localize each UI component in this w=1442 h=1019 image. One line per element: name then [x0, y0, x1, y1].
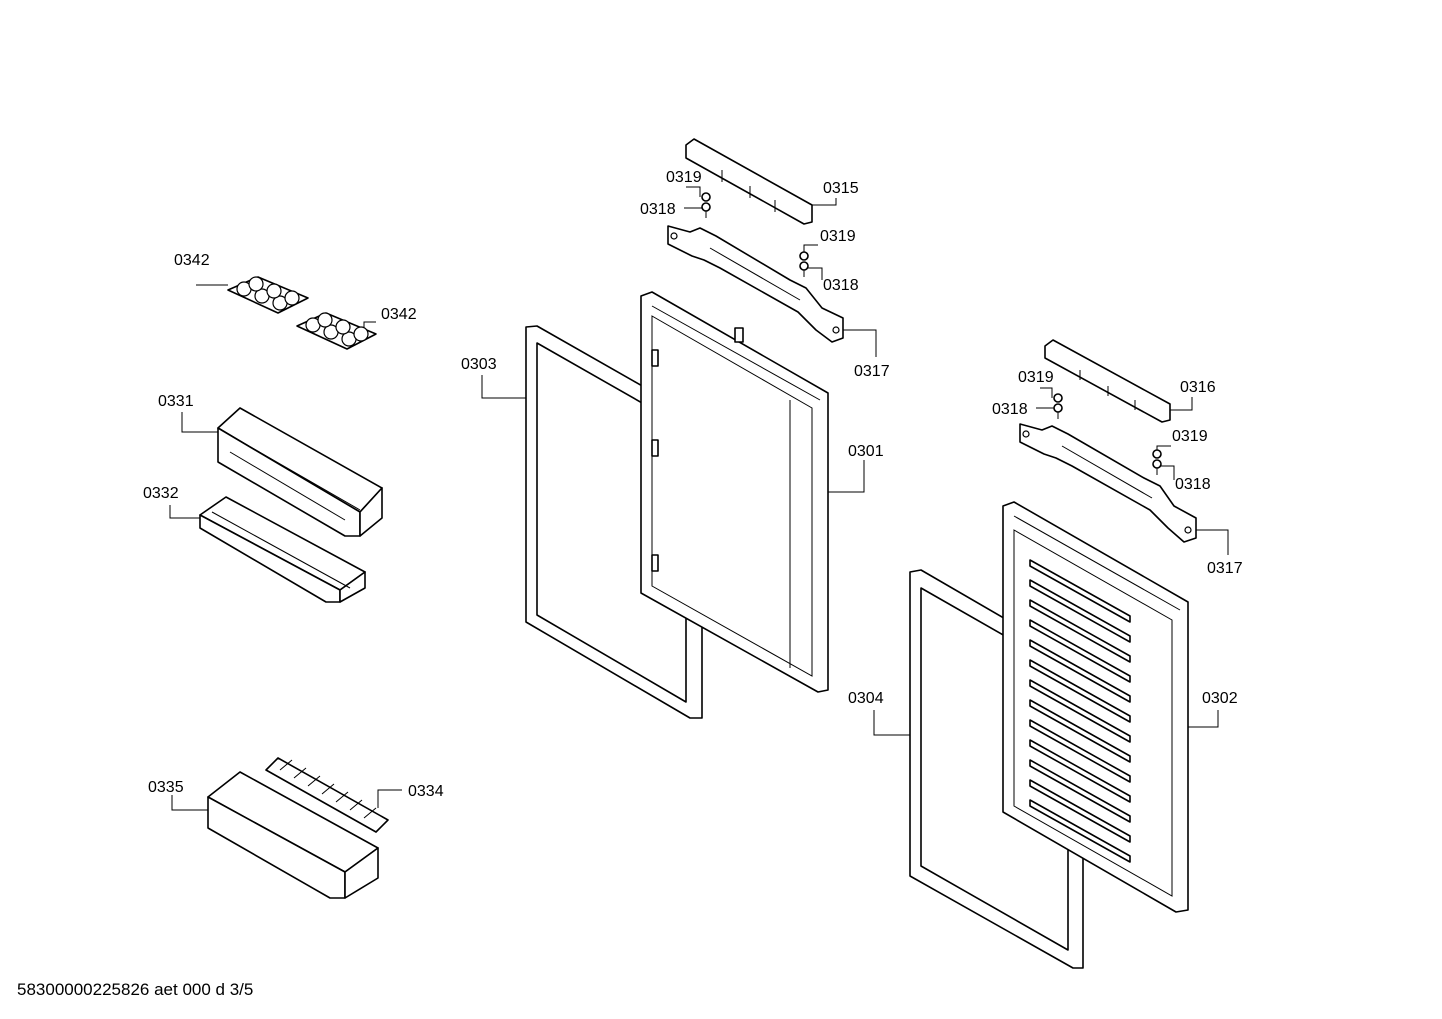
- panel-rib: [1029, 619, 1131, 683]
- label-0319-lower-left: 0319: [1018, 369, 1054, 386]
- screw-set-lower-left: [1053, 393, 1063, 419]
- panel-rib: [1029, 679, 1131, 743]
- panel-rib: [1029, 659, 1131, 723]
- panel-rib: [1029, 579, 1131, 643]
- panel-rib: [1029, 719, 1131, 783]
- screw-set-lower-right: [1152, 449, 1162, 475]
- panel-rib: [1029, 599, 1131, 663]
- screw-set-upper-left: [701, 192, 711, 218]
- label-0304: 0304: [848, 690, 884, 707]
- hinge-bracket-upper: [667, 225, 844, 343]
- label-0318-lower-left: 0318: [992, 401, 1028, 418]
- label-0302: 0302: [1202, 690, 1238, 707]
- small-insert-tray: [265, 757, 389, 833]
- egg-tray-lower: [296, 312, 377, 350]
- panel-rib: [1029, 639, 1131, 703]
- label-0318-upper-left: 0318: [640, 201, 676, 218]
- label-0334: 0334: [408, 783, 444, 800]
- label-0317-upper: 0317: [854, 363, 890, 380]
- panel-rib: [1029, 559, 1131, 623]
- egg-tray-upper: [227, 276, 309, 314]
- leader-lines: [169, 186, 1229, 811]
- label-0342-upper: 0342: [174, 252, 210, 269]
- screw-set-upper-right: [799, 251, 809, 277]
- panel-rib: [1029, 799, 1131, 863]
- door-shelf-large: [207, 771, 379, 899]
- label-0301: 0301: [848, 443, 884, 460]
- inner-door-panel-upper: [640, 291, 829, 693]
- document-footer-code: 58300000225826 aet 000 d 3/5: [17, 980, 254, 999]
- label-0315: 0315: [823, 180, 859, 197]
- hinge-bracket-lower: [1019, 423, 1197, 543]
- label-0319-upper-left: 0319: [666, 169, 702, 186]
- label-0342-lower: 0342: [381, 306, 417, 323]
- label-0317-lower: 0317: [1207, 560, 1243, 577]
- door-shelf-small: [199, 496, 366, 603]
- panel-rib: [1029, 779, 1131, 843]
- panel-rib: [1029, 699, 1131, 763]
- label-0303: 0303: [461, 356, 497, 373]
- label-0335: 0335: [148, 779, 184, 796]
- label-0332: 0332: [143, 485, 179, 502]
- label-0331: 0331: [158, 393, 194, 410]
- panel-rib: [1029, 739, 1131, 803]
- label-0316: 0316: [1180, 379, 1216, 396]
- inner-door-panel-lower: [1002, 501, 1189, 913]
- label-0319-upper-right: 0319: [820, 228, 856, 245]
- hinge-cover-upper: [685, 138, 813, 225]
- label-0318-lower-right: 0318: [1175, 476, 1211, 493]
- label-0319-lower-right: 0319: [1172, 428, 1208, 445]
- label-0318-upper-right: 0318: [823, 277, 859, 294]
- hinge-cover-lower: [1044, 339, 1171, 423]
- panel-rib: [1029, 759, 1131, 823]
- door-shelf-with-lid: [217, 407, 383, 537]
